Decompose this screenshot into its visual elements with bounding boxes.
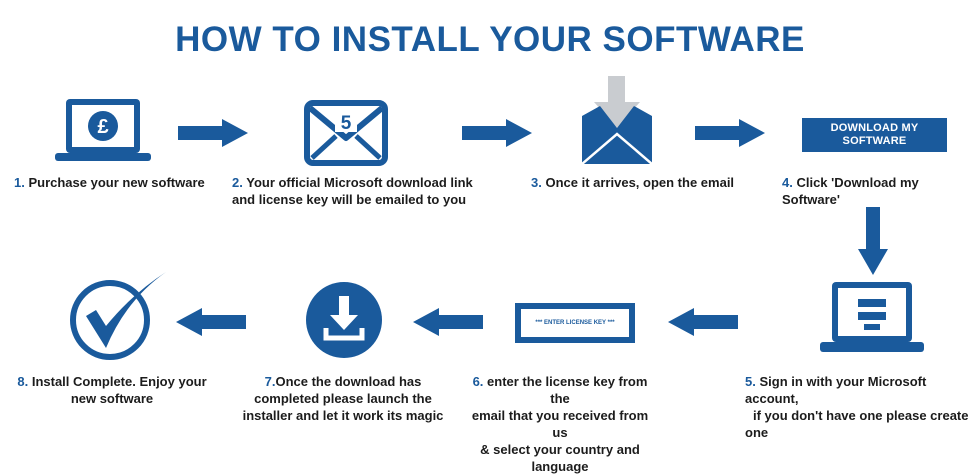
- step-1-text: 1. Purchase your new software: [14, 175, 205, 190]
- envelope-download-icon: [582, 76, 652, 164]
- step-6-text: 6. enter the license key from the email …: [471, 374, 649, 474]
- step-number: 8.: [17, 374, 29, 389]
- arrow-left-icon: [413, 308, 483, 336]
- step-7-text: 7.Once the download has completed please…: [242, 374, 444, 423]
- step-4-text: 4. Click 'Download my Software': [782, 175, 919, 207]
- step-8-text: 8. Install Complete. Enjoy your new soft…: [17, 374, 207, 406]
- step-number: 6.: [472, 374, 484, 389]
- currency-symbol: £: [97, 116, 108, 138]
- arrow-left-icon: [176, 308, 246, 336]
- step-number: 3.: [531, 175, 542, 190]
- download-my-software-button[interactable]: DOWNLOAD MY SOFTWARE: [802, 118, 947, 152]
- checkmark-circle-icon: [70, 272, 166, 360]
- step-number: 1.: [14, 175, 25, 190]
- envelope-5-icon: 5: [304, 100, 388, 166]
- step-5-text: 5. Sign in with your Microsoft account, …: [745, 374, 969, 440]
- step-2-text: 2. Your official Microsoft download link…: [232, 175, 473, 207]
- license-key-placeholder: *** ENTER LICENSE KEY ***: [521, 309, 629, 337]
- step-3-text: 3. Once it arrives, open the email: [531, 175, 735, 190]
- arrow-left-icon: [668, 308, 738, 336]
- step-number: 5.: [745, 374, 756, 389]
- page-title: HOW TO INSTALL YOUR SOFTWARE: [175, 20, 805, 59]
- laptop-pound-icon: £: [55, 99, 151, 161]
- download-button-line1: DOWNLOAD MY: [830, 122, 919, 134]
- download-button-line2: SOFTWARE: [842, 135, 907, 147]
- arrow-right-icon: [178, 119, 248, 147]
- step-number: 4.: [782, 175, 793, 190]
- download-circle-icon: [306, 282, 382, 358]
- envelope-badge-number: 5: [341, 113, 352, 134]
- arrow-down-icon: [858, 207, 888, 275]
- step-number: 7.: [264, 374, 276, 389]
- arrow-right-icon: [695, 119, 765, 147]
- arrow-right-icon: [462, 119, 532, 147]
- license-key-field[interactable]: *** ENTER LICENSE KEY ***: [515, 303, 635, 343]
- step-number: 2.: [232, 175, 243, 190]
- laptop-login-icon: [820, 282, 924, 352]
